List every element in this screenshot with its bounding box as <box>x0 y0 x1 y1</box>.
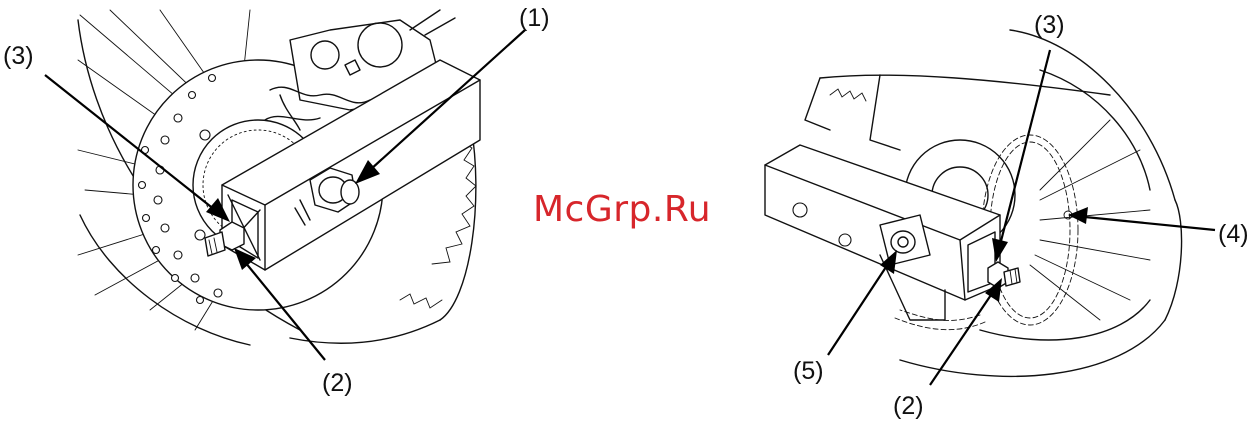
right-fender-outer <box>1010 30 1175 200</box>
callout-right-3: (3) <box>1034 13 1065 38</box>
arrow-right-4 <box>1085 217 1215 230</box>
callout-left-3: (3) <box>3 44 34 69</box>
callout-left-1: (1) <box>519 6 550 31</box>
callout-right-5: (5) <box>793 359 824 384</box>
right-frame-top <box>820 75 1110 95</box>
callout-right-4: (4) <box>1218 222 1249 247</box>
left-tire-bottom <box>290 320 440 343</box>
right-frame-corner <box>805 78 830 130</box>
right-spokes <box>1030 120 1150 320</box>
right-view-illustration <box>765 30 1182 376</box>
right-chain-guard-teeth <box>830 89 866 101</box>
right-adjuster-bolt <box>988 262 1020 288</box>
right-tire-bottom <box>900 320 1165 376</box>
left-view-illustration <box>78 10 480 345</box>
arrow-right-3 <box>1000 50 1050 245</box>
callout-left-2: (2) <box>322 371 353 396</box>
arrow-right-5 <box>828 264 888 355</box>
arrow-right-2 <box>930 292 993 385</box>
left-tread-lower <box>400 294 442 308</box>
right-tire-side <box>1165 200 1182 320</box>
right-adjuster-plate <box>880 215 930 265</box>
right-rim <box>980 300 1150 340</box>
watermark-text: McGrp.Ru <box>533 192 711 228</box>
right-guard-bracket <box>870 75 900 150</box>
callout-right-2: (2) <box>893 394 924 419</box>
